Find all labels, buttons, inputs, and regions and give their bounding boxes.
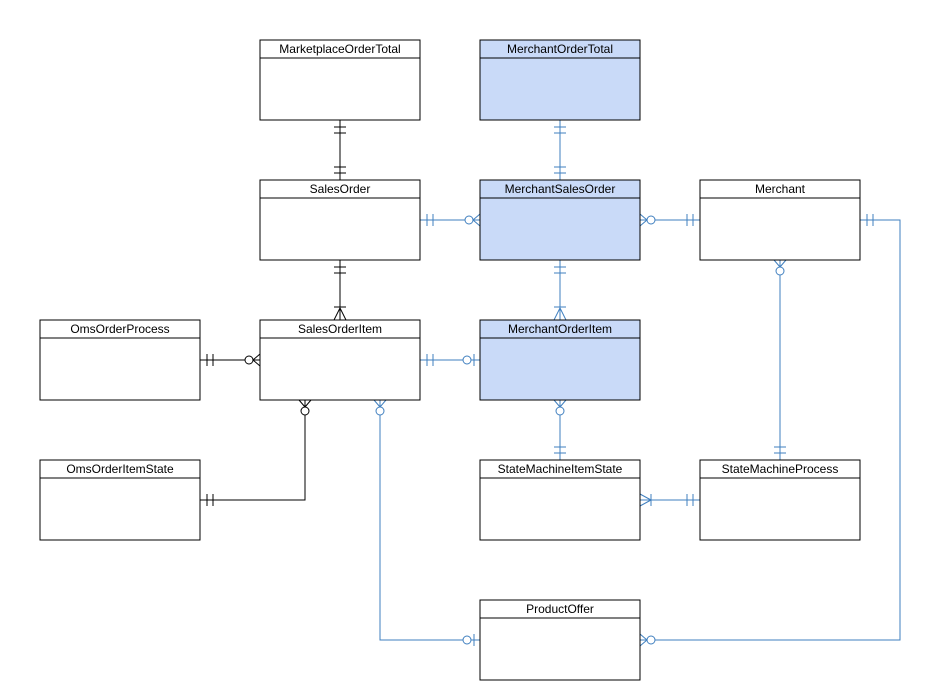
one-and-only-one-marker — [334, 266, 346, 274]
one-or-many-marker — [639, 493, 652, 507]
entity-merchant-order-item[interactable]: MerchantOrderItem — [479, 319, 641, 401]
entity-title: Merchant — [755, 182, 806, 196]
entity-title: SalesOrderItem — [298, 322, 382, 336]
entity-state-machine-item-state[interactable]: StateMachineItemState — [479, 459, 641, 541]
one-and-only-one-marker — [426, 214, 434, 226]
one-and-only-one-marker — [554, 446, 566, 454]
rel-oms-order-item-state-sales-order-item[interactable] — [200, 400, 306, 501]
zero-or-many-marker — [244, 353, 261, 367]
entity-product-offer[interactable]: ProductOffer — [479, 599, 641, 681]
zero-or-many-marker — [464, 213, 481, 227]
zero-or-many-marker — [298, 399, 312, 416]
one-and-only-one-marker — [334, 166, 346, 174]
one-or-many-marker — [553, 306, 567, 321]
entity-marketplace-order-total[interactable]: MarketplaceOrderTotal — [259, 39, 421, 121]
zero-or-many-marker — [773, 259, 787, 276]
zero-or-many-marker — [373, 399, 387, 416]
zero-or-one-marker — [462, 354, 475, 366]
one-and-only-one-marker — [866, 214, 874, 226]
zero-or-one-marker — [462, 634, 475, 646]
one-and-only-one-marker — [334, 126, 346, 134]
entity-sales-order-item[interactable]: SalesOrderItem — [259, 319, 421, 401]
entities: MarketplaceOrderTotal MerchantOrderTotal… — [39, 39, 861, 681]
entity-title: MerchantSalesOrder — [505, 182, 616, 196]
entity-oms-order-process[interactable]: OmsOrderProcess — [39, 319, 201, 401]
one-and-only-one-marker — [774, 446, 786, 454]
entity-merchant-order-total[interactable]: MerchantOrderTotal — [479, 39, 641, 121]
entity-title: StateMachineProcess — [722, 462, 839, 476]
entity-title: SalesOrder — [310, 182, 371, 196]
one-and-only-one-marker — [686, 214, 694, 226]
entity-title: StateMachineItemState — [498, 462, 623, 476]
one-and-only-one-marker — [554, 166, 566, 174]
one-and-only-one-marker — [554, 126, 566, 134]
entity-title: ProductOffer — [526, 602, 594, 616]
entity-title: MarketplaceOrderTotal — [279, 42, 400, 56]
entity-title: MerchantOrderTotal — [507, 42, 613, 56]
entity-oms-order-item-state[interactable]: OmsOrderItemState — [39, 459, 201, 541]
entity-state-machine-process[interactable]: StateMachineProcess — [699, 459, 861, 541]
rel-merchant-product-offer[interactable] — [640, 219, 901, 641]
entity-merchant[interactable]: Merchant — [699, 179, 861, 261]
rel-sales-order-item-product-offer[interactable] — [379, 400, 480, 641]
entity-title: OmsOrderProcess — [70, 322, 169, 336]
zero-or-many-marker — [553, 399, 567, 416]
entity-merchant-sales-order[interactable]: MerchantSalesOrder — [479, 179, 641, 261]
one-and-only-one-marker — [426, 354, 434, 366]
zero-or-many-marker — [639, 633, 656, 647]
zero-or-many-marker — [639, 213, 656, 227]
entity-title: MerchantOrderItem — [508, 322, 612, 336]
entity-title: OmsOrderItemState — [66, 462, 174, 476]
cardinality-markers — [206, 126, 874, 647]
one-and-only-one-marker — [686, 494, 694, 506]
one-and-only-one-marker — [206, 354, 214, 366]
one-and-only-one-marker — [554, 266, 566, 274]
entity-sales-order[interactable]: SalesOrder — [259, 179, 421, 261]
one-or-many-marker — [333, 306, 347, 321]
one-and-only-one-marker — [206, 494, 214, 506]
